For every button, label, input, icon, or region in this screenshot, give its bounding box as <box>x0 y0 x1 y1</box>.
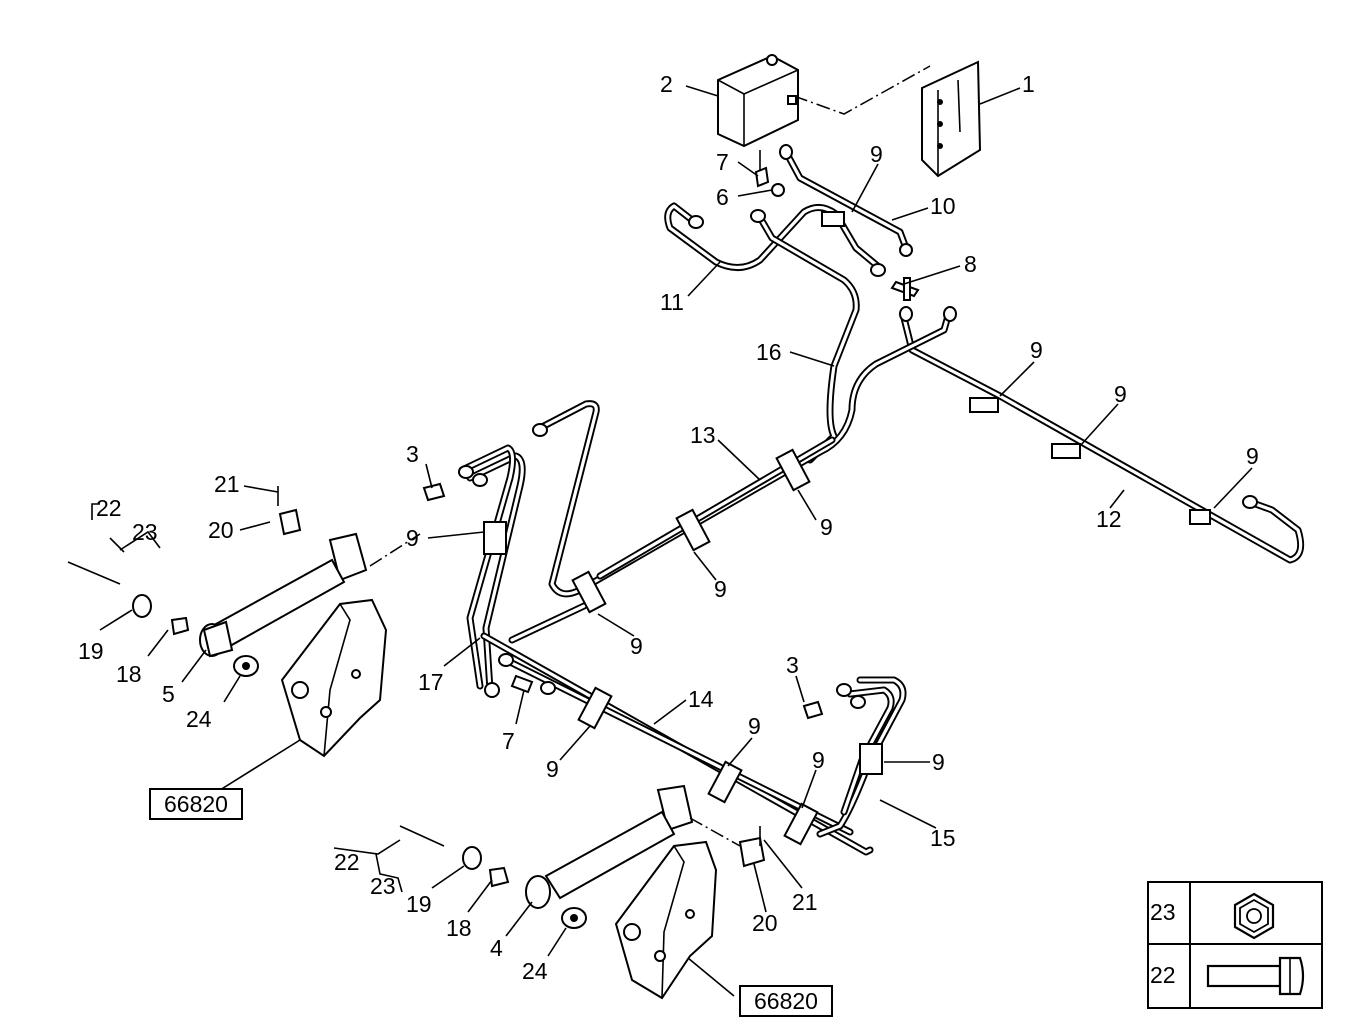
clamp-pipe-12-c <box>1189 509 1211 525</box>
legend-table: 23 22 <box>1147 881 1323 1009</box>
clamp-e <box>577 686 613 730</box>
pipe-part-16 <box>754 210 860 464</box>
clamp-pipe-12-b <box>1051 443 1081 459</box>
callout-17: 17 <box>418 669 444 695</box>
pipe-part-11 <box>664 202 884 272</box>
callout-23: 23 <box>370 873 396 899</box>
clamp-c <box>571 570 607 614</box>
callout-3: 3 <box>786 652 799 678</box>
pipe-part-17 <box>458 444 526 694</box>
callout-9: 9 <box>630 633 643 659</box>
callout-1: 1 <box>1022 71 1035 97</box>
reference-box-lower[interactable]: 66820 <box>739 985 833 1017</box>
clamp-pipe-10 <box>821 211 845 227</box>
pipe-end-fittings <box>458 144 1258 709</box>
fitting-part-3-upper <box>422 482 446 502</box>
callout-4: 4 <box>490 935 503 961</box>
hex-bolt-icon <box>1206 956 1305 996</box>
pipe-part-10 <box>782 148 910 252</box>
clamp-f <box>707 760 743 804</box>
fitting-part-3-lower <box>802 700 824 720</box>
callout-13: 13 <box>690 422 716 448</box>
callout-19: 19 <box>406 891 432 917</box>
callout-9: 9 <box>406 525 419 551</box>
callout-9: 9 <box>812 747 825 773</box>
callout-16: 16 <box>756 339 782 365</box>
reference-box-upper[interactable]: 66820 <box>149 788 243 820</box>
callout-8: 8 <box>964 251 977 277</box>
pipe-part-12 <box>900 314 1305 564</box>
callout-20: 20 <box>752 910 778 936</box>
callout-6: 6 <box>716 184 729 210</box>
cylinder-assembly-lower <box>399 784 766 929</box>
mounting-bracket-lower <box>614 840 718 1000</box>
callout-7: 7 <box>716 149 729 175</box>
legend-row-number: 22 <box>1150 962 1176 988</box>
clamp-b <box>675 508 711 552</box>
nut-part-6 <box>771 183 785 197</box>
legend-row-number: 23 <box>1150 899 1176 925</box>
callout-5: 5 <box>162 681 175 707</box>
callout-9: 9 <box>870 141 883 167</box>
leader-lines <box>91 85 1253 997</box>
callout-18: 18 <box>116 661 142 687</box>
callout-9: 9 <box>820 514 833 540</box>
callout-22: 22 <box>334 849 360 875</box>
pipe-part-14 <box>480 602 874 856</box>
callout-9: 9 <box>1246 443 1259 469</box>
callout-21: 21 <box>792 889 818 915</box>
reference-number: 66820 <box>164 791 228 817</box>
reference-number: 66820 <box>754 988 818 1014</box>
callout-23: 23 <box>132 519 158 545</box>
callout-21: 21 <box>214 471 240 497</box>
clamp-a <box>775 448 811 492</box>
hex-nut-icon <box>1233 892 1275 940</box>
pipe-part-13 <box>536 312 952 598</box>
callout-3: 3 <box>406 441 419 467</box>
clamp-h <box>859 743 883 775</box>
callout-15: 15 <box>930 825 956 851</box>
callout-7: 7 <box>502 728 515 754</box>
bracket-part-1 <box>921 60 982 178</box>
callout-9: 9 <box>748 713 761 739</box>
fitting-part-7-lower <box>510 674 534 694</box>
callout-14: 14 <box>688 686 714 712</box>
callout-10: 10 <box>930 193 956 219</box>
callout-19: 19 <box>78 638 104 664</box>
control-box-part-2 <box>717 54 799 148</box>
callout-9: 9 <box>1030 337 1043 363</box>
callout-9: 9 <box>932 749 945 775</box>
callout-24: 24 <box>522 958 548 984</box>
clamp-pipe-12-a <box>969 397 999 413</box>
callout-labels: 1 2 7 6 9 10 8 11 16 9 9 9 12 13 9 9 9 3… <box>78 71 1259 984</box>
callout-12: 12 <box>1096 506 1122 532</box>
fitting-part-7-top <box>754 150 770 188</box>
callout-9: 9 <box>714 576 727 602</box>
mounting-bracket-upper <box>280 598 388 758</box>
callout-18: 18 <box>446 915 472 941</box>
callout-22: 22 <box>96 495 122 521</box>
callout-9: 9 <box>1114 381 1127 407</box>
callout-9: 9 <box>546 756 559 782</box>
callout-2: 2 <box>660 71 673 97</box>
callout-24: 24 <box>186 706 212 732</box>
cylinder-assembly-upper <box>67 486 421 677</box>
callout-11: 11 <box>660 289 684 315</box>
callout-20: 20 <box>208 517 234 543</box>
clamp-g <box>783 802 819 846</box>
clamp-d <box>483 521 507 555</box>
